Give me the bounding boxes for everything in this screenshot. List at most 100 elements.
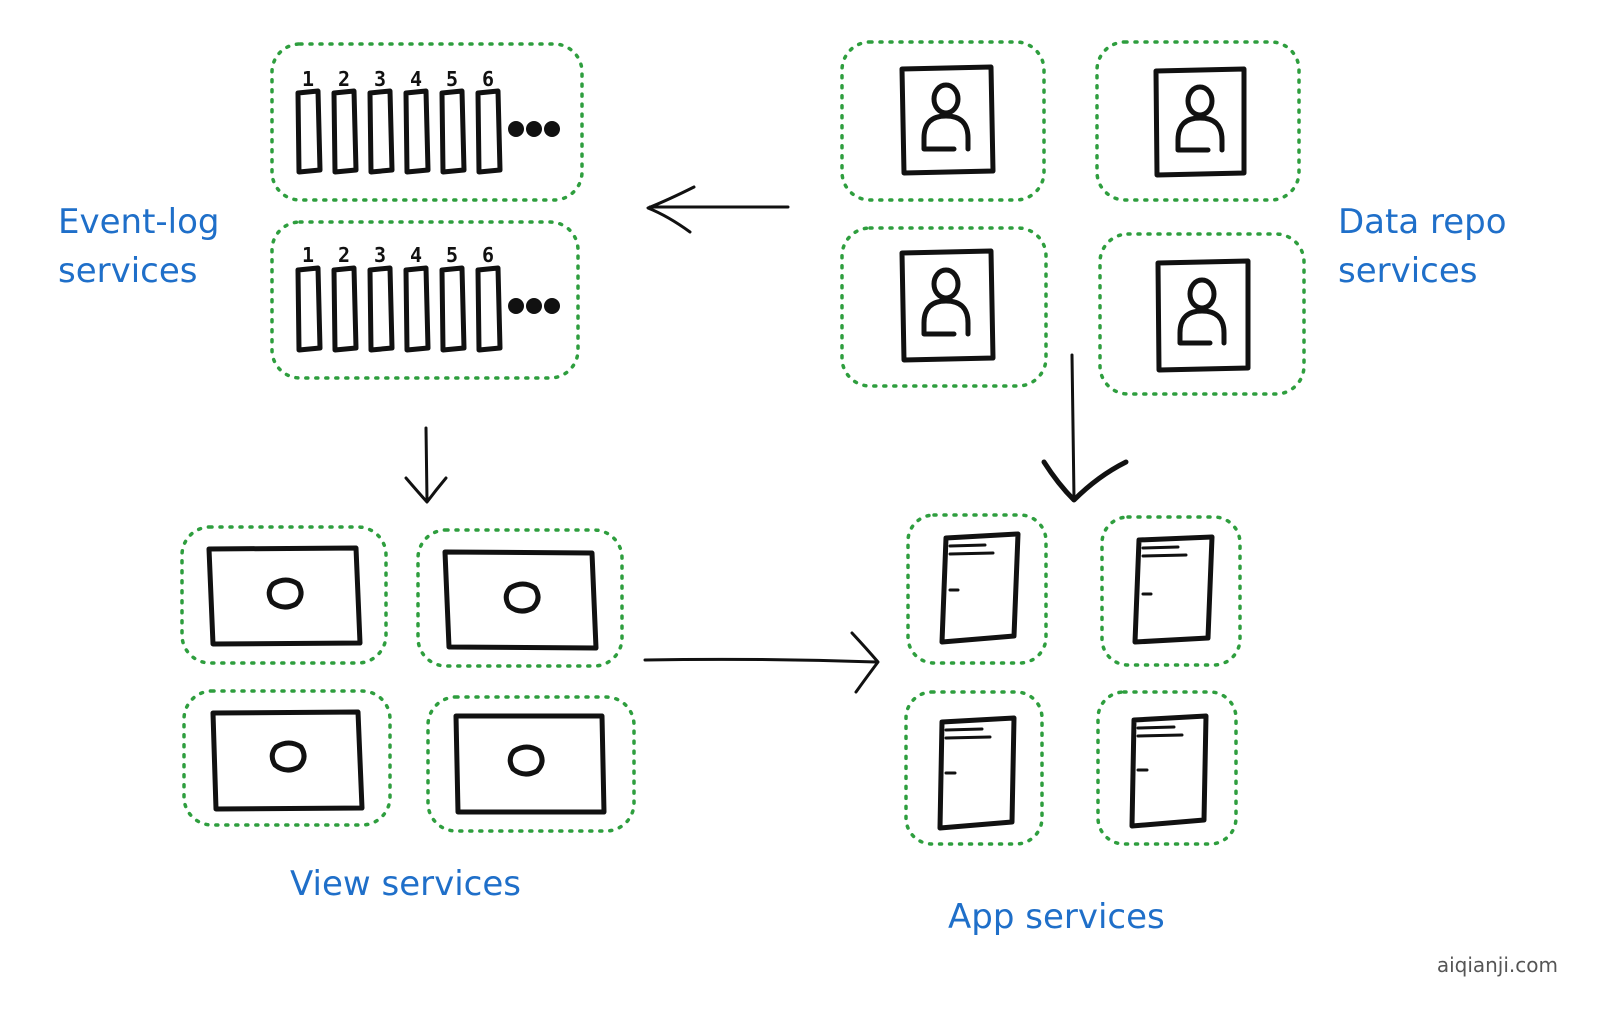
group-border bbox=[180, 525, 388, 665]
label-app-services: App services bbox=[948, 897, 1165, 937]
label-data-repo-line1: Data repo bbox=[1338, 202, 1507, 242]
log-slot bbox=[475, 265, 503, 353]
group-border bbox=[1100, 515, 1242, 667]
person-head bbox=[931, 82, 961, 116]
slot-number: 6 bbox=[482, 67, 494, 91]
screen-center-mark bbox=[507, 744, 545, 777]
page-frame bbox=[1129, 713, 1209, 829]
app-service-4 bbox=[1096, 690, 1238, 846]
group-border bbox=[416, 528, 624, 668]
screen-frame bbox=[442, 549, 599, 651]
person-body bbox=[921, 298, 971, 337]
arrow-data-repo-to-event-log bbox=[646, 185, 790, 234]
screen-frame bbox=[210, 709, 365, 812]
person-body bbox=[1175, 115, 1225, 153]
log-slot bbox=[439, 265, 467, 353]
log-slot bbox=[331, 265, 359, 353]
group-border bbox=[270, 220, 580, 380]
page-frame bbox=[937, 715, 1017, 831]
label-view-services: View services bbox=[290, 864, 521, 904]
document-frame bbox=[899, 248, 996, 363]
screen-center-mark bbox=[269, 740, 307, 773]
log-slot bbox=[295, 265, 323, 353]
arrow-shaft bbox=[424, 426, 429, 502]
user-document-icon bbox=[1155, 258, 1251, 373]
person-body bbox=[1177, 308, 1227, 346]
label-event-log-line2: services bbox=[58, 251, 198, 291]
person-head bbox=[1187, 277, 1217, 311]
label-event-log: Event-log services bbox=[58, 202, 220, 291]
log-slot bbox=[439, 88, 467, 175]
log-slots-icon: 1 2 3 4 5 6 bbox=[295, 67, 560, 175]
screen-center-mark bbox=[266, 577, 304, 610]
page-lines bbox=[1141, 545, 1188, 596]
screen-frame bbox=[453, 713, 607, 815]
group-border bbox=[1098, 232, 1306, 396]
slots bbox=[295, 265, 503, 353]
watermark: aiqianji.com bbox=[1437, 953, 1558, 977]
log-slot bbox=[367, 265, 395, 353]
label-data-repo: Data repo services bbox=[1338, 202, 1507, 291]
person-body bbox=[921, 113, 971, 152]
user-document-icon bbox=[899, 248, 996, 363]
data-repo-service-3 bbox=[840, 226, 1048, 388]
arrow-head bbox=[646, 185, 696, 234]
screen-icon bbox=[210, 709, 365, 812]
ellipsis-dot bbox=[526, 298, 542, 314]
screen-icon bbox=[442, 549, 599, 651]
arrow-head bbox=[404, 476, 448, 504]
ellipsis-dot bbox=[544, 298, 560, 314]
label-event-log-line1: Event-log bbox=[58, 202, 220, 242]
ellipsis-dot bbox=[508, 121, 524, 137]
slot-numbers: 1 2 3 4 5 6 bbox=[302, 67, 494, 91]
arrow-shaft bbox=[1070, 353, 1076, 500]
log-slots-icon: 1 2 3 4 5 6 bbox=[295, 243, 560, 353]
page-icon bbox=[939, 531, 1021, 645]
log-slot bbox=[331, 88, 359, 175]
page-icon bbox=[1129, 713, 1209, 829]
event-log-service-1: 1 2 3 4 5 6 bbox=[270, 42, 584, 202]
slot-number: 5 bbox=[446, 67, 458, 91]
view-service-2 bbox=[416, 528, 624, 668]
person-head bbox=[931, 267, 961, 301]
view-service-3 bbox=[182, 689, 392, 827]
user-document-icon bbox=[899, 64, 996, 176]
ellipsis-dot bbox=[526, 121, 542, 137]
arrow-shaft bbox=[643, 657, 878, 664]
event-log-service-2: 1 2 3 4 5 6 bbox=[270, 220, 580, 380]
document-frame bbox=[1155, 258, 1251, 373]
page-icon bbox=[1132, 534, 1215, 645]
data-repo-service-2 bbox=[1095, 40, 1301, 202]
log-slot bbox=[403, 88, 431, 175]
ellipsis-icon bbox=[508, 121, 560, 137]
slot-number: 4 bbox=[410, 243, 422, 267]
slot-number: 3 bbox=[374, 243, 386, 267]
slot-number: 2 bbox=[338, 67, 350, 91]
page-icon bbox=[937, 715, 1017, 831]
group-border bbox=[182, 689, 392, 827]
ellipsis-icon bbox=[508, 298, 560, 314]
slots bbox=[295, 88, 503, 175]
ellipsis-dot bbox=[508, 298, 524, 314]
data-repo-service-1 bbox=[840, 40, 1046, 202]
slot-number: 6 bbox=[482, 243, 494, 267]
page-frame bbox=[939, 531, 1021, 645]
group-border bbox=[1095, 40, 1301, 202]
group-border bbox=[840, 40, 1046, 202]
slot-numbers: 1 2 3 4 5 6 bbox=[302, 243, 494, 267]
slot-number: 3 bbox=[374, 67, 386, 91]
group-border bbox=[904, 690, 1044, 846]
user-document-icon bbox=[1153, 66, 1247, 178]
group-border bbox=[270, 42, 584, 202]
slot-number: 1 bbox=[302, 243, 314, 267]
arrow-data-repo-to-app bbox=[1041, 353, 1129, 503]
page-lines bbox=[1136, 725, 1184, 772]
group-border bbox=[426, 695, 636, 833]
document-frame bbox=[899, 64, 996, 176]
log-slot bbox=[295, 88, 323, 175]
view-service-4 bbox=[426, 695, 636, 833]
log-slot bbox=[403, 265, 431, 353]
app-service-3 bbox=[904, 690, 1044, 846]
arrow-event-log-to-view bbox=[404, 426, 448, 504]
